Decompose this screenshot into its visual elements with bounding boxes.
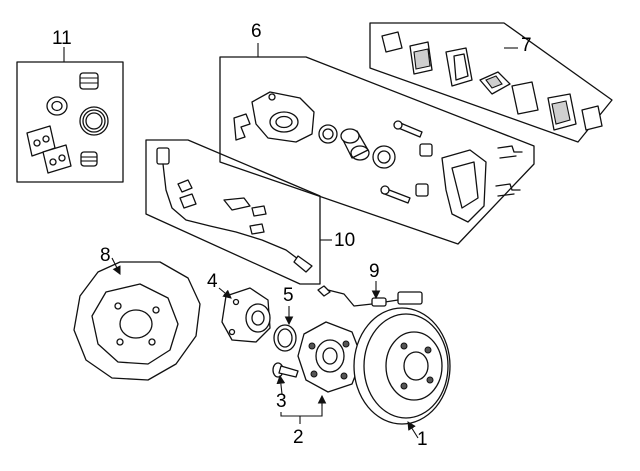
callout-9: 9 [369,261,380,282]
callout-10: 10 [334,230,356,251]
hub-flange-part [297,321,363,393]
pad-clip-lower [495,183,521,197]
seal-ring-part [46,96,68,116]
caliper-boot-part [372,145,396,169]
snap-ring-part [273,306,297,352]
wheel-stud-part [272,362,299,378]
caliper-seal-part [318,124,338,144]
sensor-group [145,139,332,285]
brake-hose-part [317,281,423,307]
brake-pad-group [369,22,613,143]
guide-pin-part [380,120,423,204]
clip-part [233,113,251,141]
hub-bearing-part [218,287,271,343]
small-boot-part [80,151,98,167]
piston-seal-part [79,106,109,136]
pin-boot-part [415,143,433,197]
caliper-body-part [251,91,315,143]
backing-plate-part [73,257,201,381]
callout-11: 11 [52,28,72,49]
callout-4: 4 [207,271,218,292]
boot-part [79,72,99,90]
brake-rotor-part [353,307,451,439]
callout-7: 7 [521,35,532,56]
wheel-speed-sensor-part [156,147,313,273]
shim-part [26,125,72,174]
caliper-kit-group [219,43,535,245]
callout-1: 1 [417,429,428,450]
seal-kit-group [16,47,124,183]
callout-6: 6 [251,21,262,42]
piston-part [340,128,370,161]
callout-3: 3 [276,391,287,412]
callout-8: 8 [100,245,111,266]
callout-5: 5 [283,285,294,306]
callout-2: 2 [293,427,304,448]
caliper-bracket-part [441,149,487,223]
pad-part [381,31,603,131]
pad-clip-upper [497,145,523,159]
